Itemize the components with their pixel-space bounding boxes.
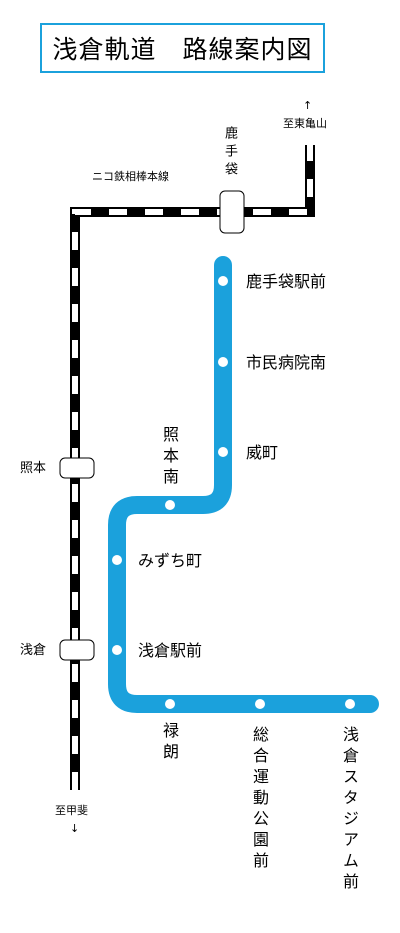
arrow-up-icon: ↑: [303, 99, 313, 112]
station-kateburo-label: 鹿手袋: [222, 126, 237, 180]
railway-line-name: ニコ鉄相棒本線: [92, 170, 169, 183]
stop-terumoto-minami-label: 照本南: [160, 426, 179, 489]
stop-kateburo-ekimae-label: 鹿手袋駅前: [246, 272, 327, 291]
arrow-down-icon: ↓: [70, 822, 80, 835]
stop-ikacho-label: 威町: [246, 443, 279, 462]
station-terumoto-label: 照本: [20, 461, 47, 476]
station-terumoto-marker: [59, 457, 95, 479]
station-kateburo-marker: [219, 190, 245, 234]
stop-asakura-stadium-mae-dot: [345, 699, 355, 709]
stop-mizuchi-cho-dot: [112, 555, 122, 565]
stop-kateburo-ekimae-dot: [218, 276, 228, 286]
railway-track-dash: [72, 145, 313, 790]
stop-shimin-byoin-minami-label: 市民病院南: [246, 353, 327, 372]
map-title: 浅倉軌道 路線案内図: [40, 23, 325, 73]
stop-ikacho-dot: [218, 447, 228, 457]
station-asakura-label: 浅倉: [20, 643, 47, 658]
tram-line: [108, 256, 379, 713]
stop-rokuro-label: 禄朗: [160, 722, 179, 764]
railway-line: [70, 145, 315, 790]
stop-sogo-undo-koen-mae-label: 総合運動公園前: [250, 726, 269, 873]
stop-mizuchi-cho-label: みずち町: [138, 551, 203, 570]
station-asakura-marker: [59, 639, 95, 661]
stop-sogo-undo-koen-mae-dot: [255, 699, 265, 709]
stop-terumoto-minami-dot: [165, 500, 175, 510]
stop-asakura-stadium-mae-label: 浅倉スタジアム前: [340, 726, 359, 894]
to-east-label: 至東亀山: [283, 117, 327, 130]
stop-asakura-ekimae-dot: [112, 645, 122, 655]
to-south-label: 至甲斐: [55, 804, 88, 817]
stop-shimin-byoin-minami-dot: [218, 357, 228, 367]
stop-rokuro-dot: [165, 699, 175, 709]
stop-asakura-ekimae-label: 浅倉駅前: [138, 641, 203, 660]
